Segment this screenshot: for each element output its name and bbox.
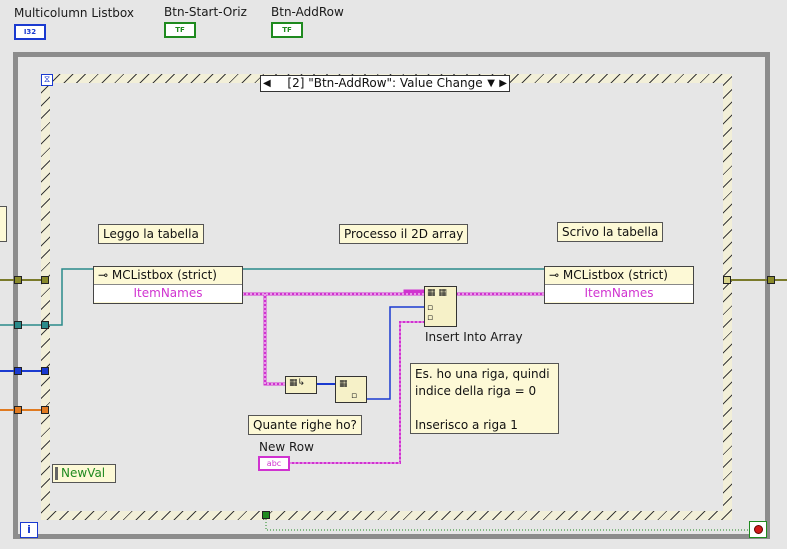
insert-index-icon: ▫▫ xyxy=(427,303,434,323)
error-tunnel-right xyxy=(723,276,731,284)
event-case-selector[interactable]: ◀ [2] "Btn-AddRow": Value Change ▼ ▶ xyxy=(260,75,510,92)
read-node-title: MCListbox (strict) xyxy=(111,268,217,282)
dropdown-icon[interactable]: ▼ xyxy=(487,78,495,89)
event-data-node[interactable]: NewVal xyxy=(52,464,116,483)
bool-tunnel xyxy=(262,511,270,519)
new-row-label: New Row xyxy=(259,440,314,454)
i32-tunnel xyxy=(14,367,22,375)
offscreen-node-fragment xyxy=(0,206,7,242)
btn-addrow-label: Btn-AddRow xyxy=(271,5,344,19)
note-row-count: Quante righe ho? xyxy=(248,415,362,435)
comment-line-3: Inserisco a riga 1 xyxy=(415,418,518,432)
comment-line-2: indice della riga = 0 xyxy=(415,384,537,398)
error-tunnel-left xyxy=(41,276,49,284)
note-read-table: Leggo la tabella xyxy=(98,224,204,244)
error-shift-right xyxy=(767,276,775,284)
event-case-label: [2] "Btn-AddRow": Value Change xyxy=(287,76,483,90)
array-icon: ▦ xyxy=(339,379,348,389)
newval-label: NewVal xyxy=(61,466,106,480)
prev-case-icon[interactable]: ◀ xyxy=(263,78,271,89)
build-index-node[interactable]: ▦ ▫ xyxy=(335,376,367,403)
write-node-property: ItemNames xyxy=(545,285,693,302)
insert-into-array-label: Insert Into Array xyxy=(425,330,523,344)
orange-tunnel-inner xyxy=(41,406,49,414)
new-row-constant[interactable]: abc xyxy=(258,456,290,471)
orange-tunnel xyxy=(14,406,22,414)
key-icon: ⊸ xyxy=(98,268,112,282)
read-property-node[interactable]: ⊸ MCListbox (strict) ItemNames xyxy=(93,266,243,304)
read-node-property: ItemNames xyxy=(94,285,242,302)
insert-array-icon: ▦ ▦ xyxy=(427,288,447,298)
multicolumn-listbox-terminal[interactable]: I32 xyxy=(14,24,46,40)
array-size-icon: ▦↳ xyxy=(289,378,306,388)
note-write-table: Scrivo la tabella xyxy=(557,222,664,242)
btn-addrow-terminal[interactable]: TF xyxy=(271,22,303,38)
refnum-tunnel-inner xyxy=(41,321,49,329)
array-size-node[interactable]: ▦↳ xyxy=(285,376,317,394)
next-case-icon[interactable]: ▶ xyxy=(499,78,507,89)
error-shift-left xyxy=(14,276,22,284)
i32-tunnel-inner xyxy=(41,367,49,375)
note-process-array: Processo il 2D array xyxy=(339,224,469,244)
index-icon: ▫ xyxy=(351,391,358,401)
info-icon[interactable]: i xyxy=(20,522,38,538)
hourglass-icon: ⧖ xyxy=(41,74,53,86)
btn-start-oriz-label: Btn-Start-Oriz xyxy=(164,5,247,19)
note-comment: Es. ho una riga, quindi indice della rig… xyxy=(410,363,559,434)
event-data-handle[interactable] xyxy=(55,467,58,480)
stop-icon[interactable] xyxy=(749,521,767,538)
multicolumn-listbox-label: Multicolumn Listbox xyxy=(14,6,134,20)
comment-line-1: Es. ho una riga, quindi xyxy=(415,367,550,381)
key-icon: ⊸ xyxy=(549,268,563,282)
insert-into-array-node[interactable]: ▦ ▦ ▫▫ xyxy=(424,286,457,327)
write-property-node[interactable]: ⊸ MCListbox (strict) ItemNames xyxy=(544,266,694,304)
refnum-tunnel xyxy=(14,321,22,329)
btn-start-oriz-terminal[interactable]: TF xyxy=(164,22,196,38)
write-node-title: MCListbox (strict) xyxy=(562,268,668,282)
